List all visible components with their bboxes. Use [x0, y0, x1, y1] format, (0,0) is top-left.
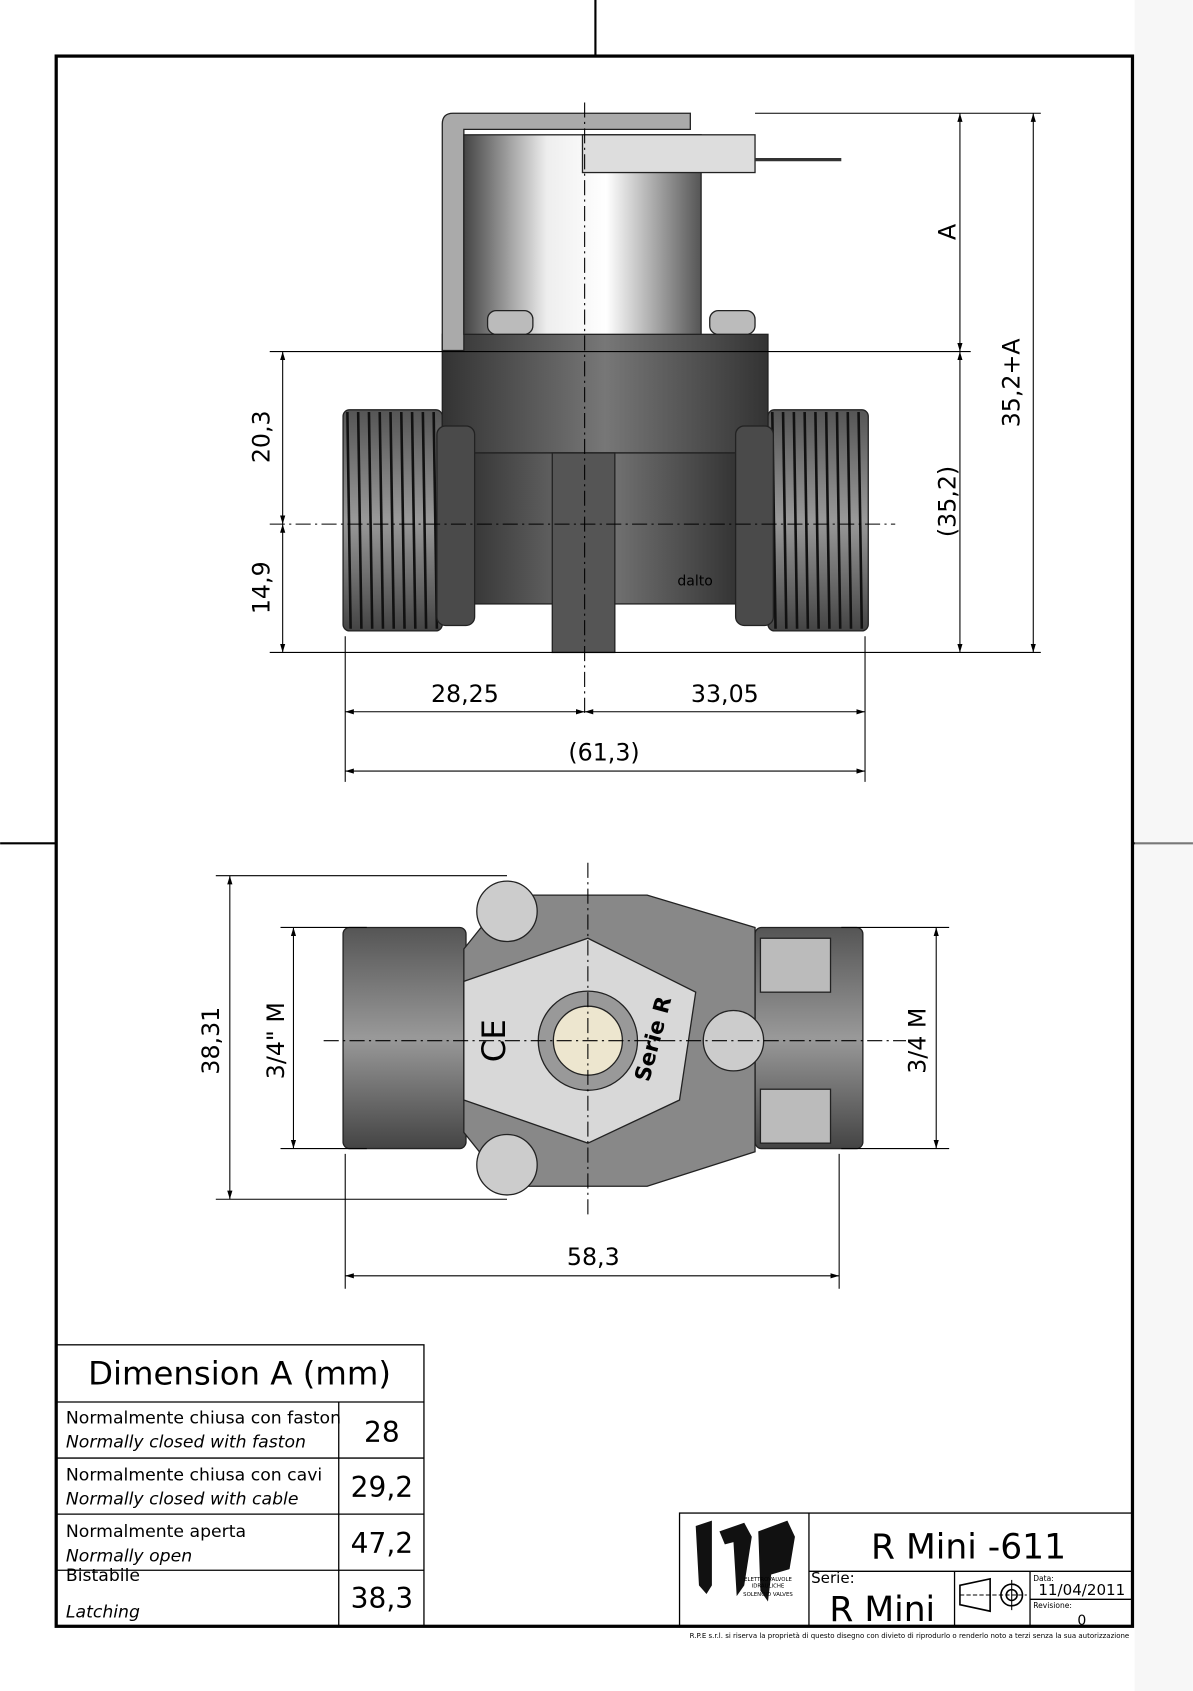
row-it: Normalmente chiusa con cavi	[66, 1466, 322, 1486]
thread-rib	[814, 411, 820, 629]
revision-label: Revisione:	[1033, 1601, 1072, 1610]
logo-subtitle-2: IDRAULICHE	[752, 1583, 785, 1589]
thread-rib	[367, 411, 374, 629]
dim-58-3: 58,3	[567, 1243, 620, 1271]
thread-ribs	[346, 411, 439, 629]
rpe-logo: ELETTROVALVOLE IDRAULICHE SOLENOID VALVE…	[695, 1520, 795, 1602]
serie-value: R Mini	[829, 1590, 935, 1630]
thread-rib	[803, 411, 810, 629]
dim-38-31: 38,31	[197, 1007, 225, 1075]
row-en: Normally closed with cable	[66, 1489, 299, 1509]
thread-rib	[857, 411, 864, 629]
thread-rib	[356, 411, 363, 629]
valve-side-view: dalto	[342, 112, 869, 1147]
dim-33-05: 33,05	[691, 680, 759, 708]
row-it: Bistabile	[66, 1566, 140, 1586]
date-value: 11/04/2011	[1038, 1581, 1125, 1599]
serie-label: Serie:	[811, 1569, 855, 1587]
revision-value: 0	[1077, 1613, 1086, 1629]
thread-rib	[846, 411, 853, 629]
row-value: 28	[364, 1416, 400, 1449]
top-view-dimensions: 38,31 3/4" M 3/4 M 58,3	[197, 862, 950, 1289]
thread-ribs	[770, 411, 864, 629]
dim-61-3: (61,3)	[568, 738, 639, 766]
row-value: 38,3	[351, 1582, 413, 1615]
thread-rib	[781, 411, 788, 629]
thread-rib	[378, 411, 385, 629]
row-en: Normally open	[66, 1547, 192, 1567]
thread-rib	[824, 411, 831, 629]
logo-subtitle-1: ELETTROVALVOLE	[744, 1577, 792, 1583]
thread-rib	[346, 411, 352, 629]
dim-thread-left: 3/4" M	[262, 1002, 290, 1079]
dimension-a-table: Dimension A (mm) Normalmente chiusa con …	[55, 1344, 425, 1627]
dim-a: A	[934, 223, 962, 240]
thread-rib	[835, 411, 842, 629]
thread-rib	[410, 411, 417, 629]
dim-thread-right: 3/4 M	[903, 1008, 931, 1074]
row-en: Latching	[66, 1603, 140, 1623]
drawing-title: R Mini -611	[871, 1527, 1066, 1567]
dim-35-2-ref: (35,2)	[934, 466, 962, 537]
projection-symbol-icon	[959, 1577, 1027, 1613]
dim-28-25: 28,25	[431, 680, 499, 708]
row-en: Normally closed with faston	[66, 1432, 306, 1452]
row-value: 29,2	[351, 1471, 413, 1504]
table-title: Dimension A (mm)	[88, 1355, 391, 1393]
thread-rib	[421, 411, 428, 629]
dim-20-3: 20,3	[248, 410, 276, 463]
thread-rib	[792, 411, 799, 629]
side-view-dimensions: 20,3 14,9 A (35,2) 35,2+A 28,25 33,05 (6…	[248, 102, 1041, 782]
valve-top-view: CE Serie R	[342, 880, 864, 1196]
row-it: Normalmente aperta	[66, 1522, 246, 1542]
row-it: Normalmente chiusa con faston	[66, 1409, 341, 1429]
logo-subtitle-3: SOLENOID VALVES	[743, 1592, 793, 1598]
dim-35-2-plus-a: 35,2+A	[997, 338, 1025, 428]
dim-14-9: 14,9	[248, 561, 276, 614]
body-stamp: dalto	[677, 574, 712, 590]
date-label: Data:	[1033, 1574, 1054, 1583]
title-block: ELETTROVALVOLE IDRAULICHE SOLENOID VALVE…	[678, 1512, 1134, 1640]
copyright-notice: R.P.E s.r.l. si riserva la proprietà di …	[690, 1632, 1130, 1640]
thread-rib	[389, 411, 396, 629]
row-value: 47,2	[351, 1527, 413, 1560]
thread-rib	[400, 411, 406, 629]
